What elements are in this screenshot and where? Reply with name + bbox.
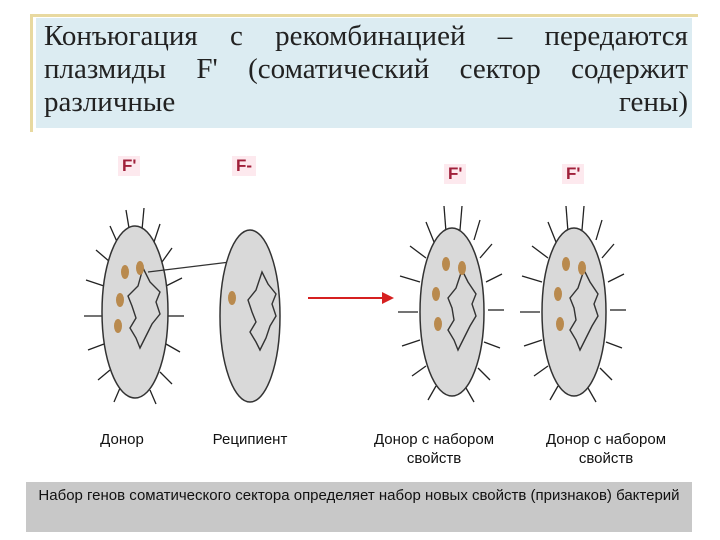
caption-result-1: Донор с набором свойств (373, 431, 495, 467)
plasmid-label-donor: F' (118, 156, 141, 176)
plasmid-label-result-2: F' (562, 164, 585, 184)
plasmid-label-recipient: F- (232, 156, 257, 176)
result-cell-1 (398, 205, 504, 403)
donor-cell (84, 207, 184, 405)
caption-recipient: Реципиент (212, 431, 288, 448)
result-cell-2 (520, 205, 626, 403)
caption-result-2: Донор с набором свойств (545, 431, 667, 467)
plasmid-label-result-1: F' (444, 164, 467, 184)
recipient-cell (219, 229, 281, 403)
footer-background (26, 482, 692, 532)
title-background (36, 18, 692, 128)
footer-text: Набор генов соматического сектора опреде… (38, 487, 680, 504)
conjugation-bridge (147, 261, 231, 273)
frame-top-line (30, 14, 698, 17)
slide-title: Конъюгация с рекомбинацией – передаются … (44, 20, 688, 118)
caption-donor: Донор (100, 431, 144, 448)
frame-left-line (30, 14, 33, 132)
transfer-arrow (308, 292, 394, 304)
